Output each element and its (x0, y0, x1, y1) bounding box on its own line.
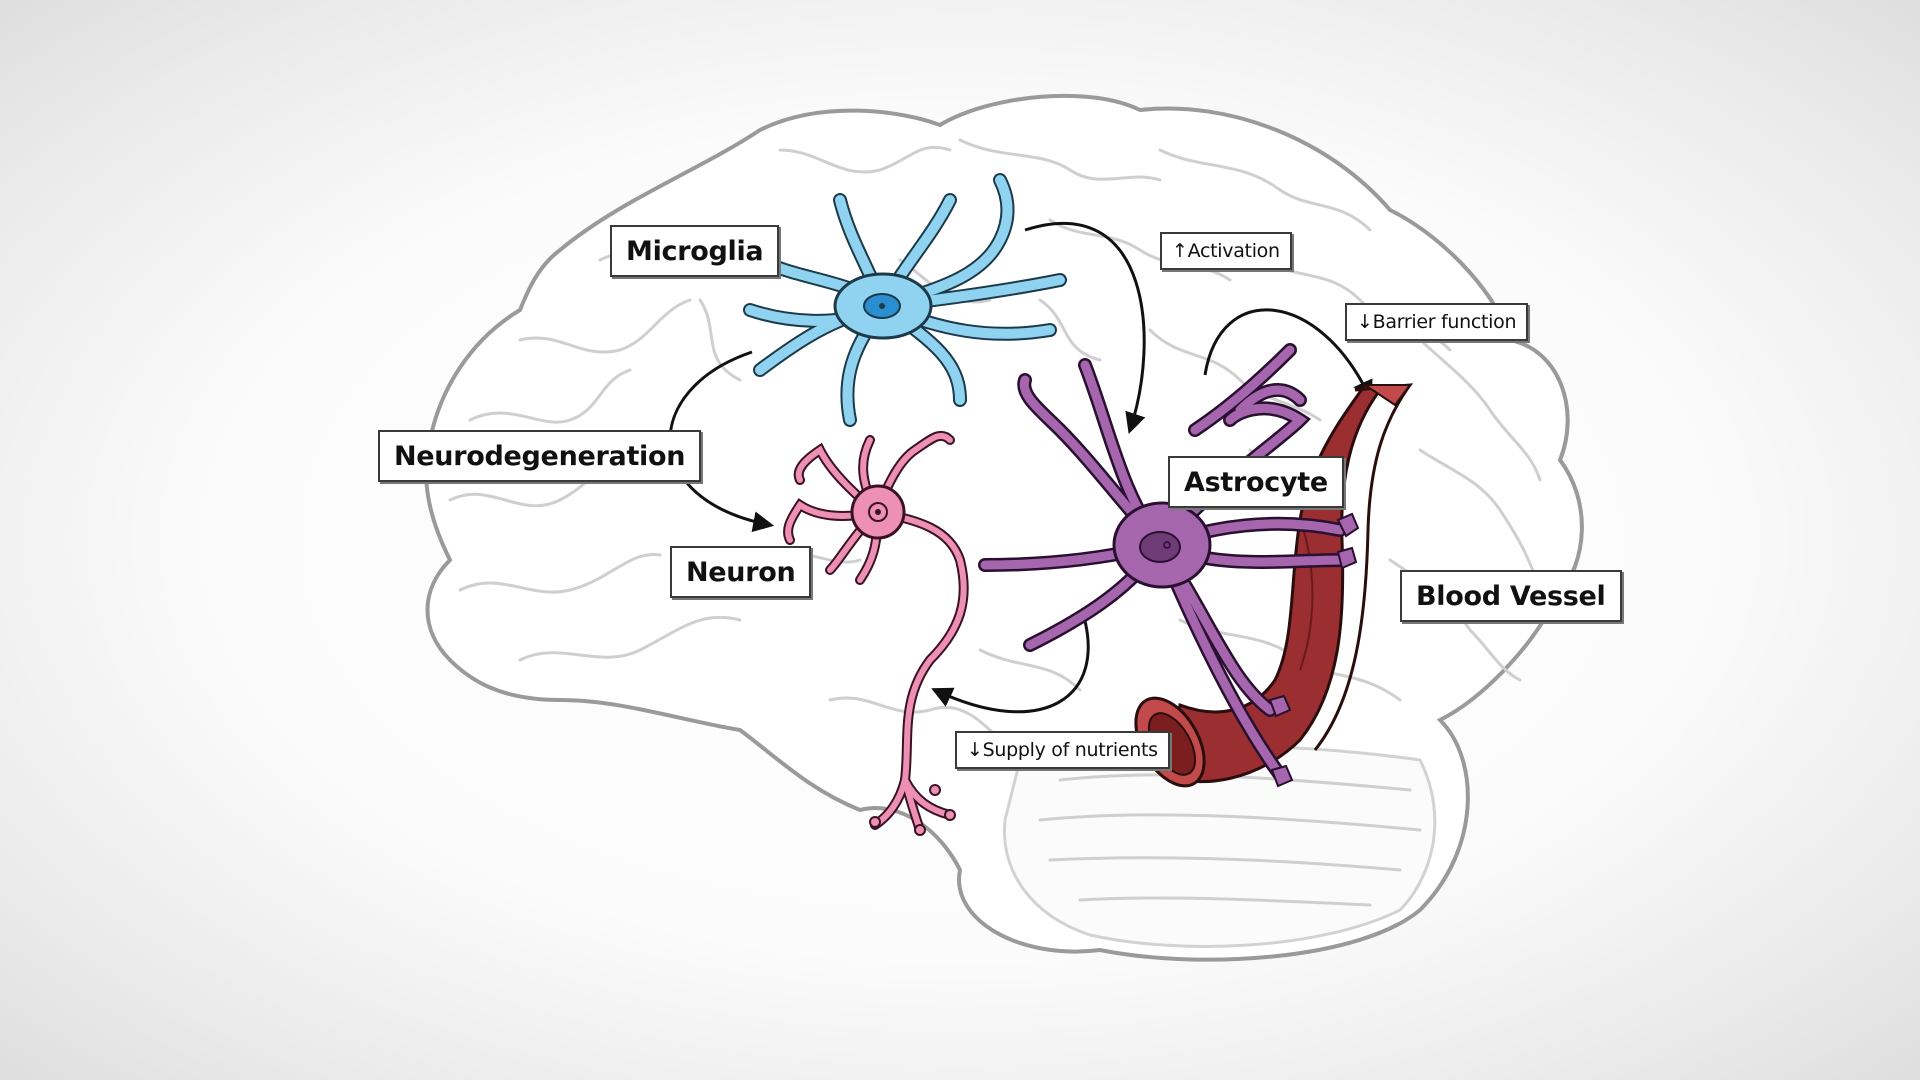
label-microglia: Microglia (610, 225, 780, 277)
microglia-cell (693, 173, 1067, 427)
arrow-microglia-to-astrocyte (1024, 221, 1146, 434)
label-barrier-function: ↓Barrier function (1345, 303, 1529, 341)
arrow-astrocyte-to-vessel (1203, 308, 1373, 402)
label-blood-vessel: Blood Vessel (1400, 570, 1622, 622)
label-activation: ↑Activation (1160, 232, 1292, 270)
label-supply-of-nutrients: ↓Supply of nutrients (955, 731, 1170, 769)
label-astrocyte: Astrocyte (1168, 456, 1344, 508)
label-neurodegeneration: Neurodegeneration (378, 430, 702, 482)
label-neuron: Neuron (670, 546, 812, 598)
neuron-cell (783, 430, 969, 836)
arrow-astrocyte-to-neuron (931, 609, 1090, 714)
astrocyte-cell (978, 343, 1360, 788)
